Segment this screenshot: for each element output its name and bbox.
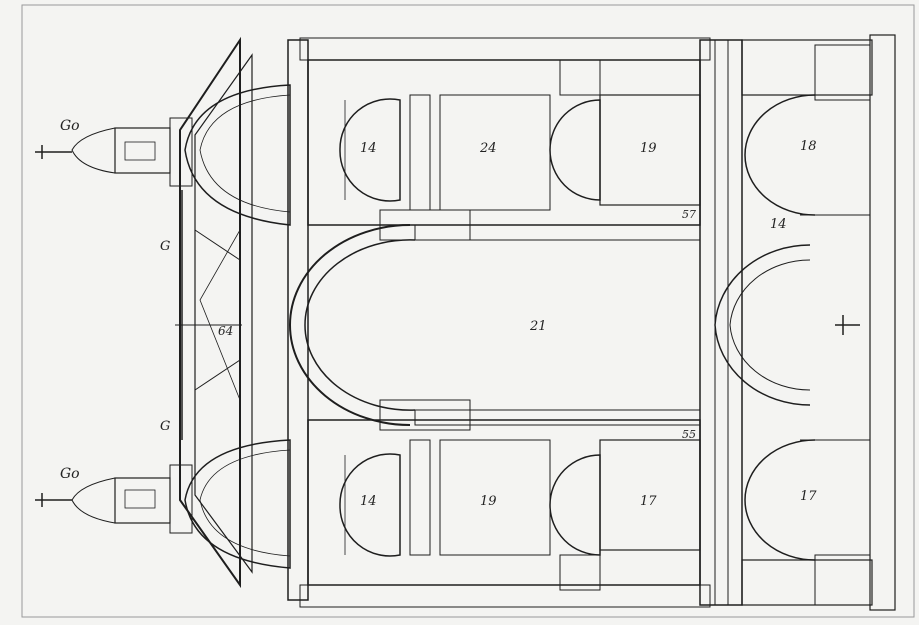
label-tower-top: Go (60, 118, 80, 134)
right-arcade (714, 34, 896, 611)
bottom-balustrade (299, 584, 711, 608)
label-bay-upper-right: 19 (640, 141, 657, 156)
label-bay-upper-left: 14 (360, 141, 377, 156)
label-left-upper: G (160, 239, 170, 254)
cornice-band (287, 39, 309, 601)
label-left-lower: G (160, 419, 170, 434)
label-right-lower: 17 (800, 489, 817, 504)
label-span-upper: 57 (682, 208, 696, 221)
label-tower-bottom: Go (60, 466, 80, 482)
label-right-mid: 14 (770, 217, 787, 232)
sheet-border (21, 4, 915, 618)
label-span-lower: 55 (682, 428, 696, 441)
dome-bottom (184, 439, 291, 569)
label-bay-lower-mid: 19 (480, 494, 497, 509)
central-arch (288, 209, 701, 431)
lantern-top (35, 117, 193, 187)
dome-top (184, 84, 291, 226)
top-balustrade (299, 37, 711, 61)
label-right-upper: 18 (800, 139, 817, 154)
label-bay-lower-left: 14 (360, 494, 377, 509)
label-center-arch: 21 (529, 319, 547, 334)
label-bay-lower-right: 17 (640, 494, 657, 509)
label-bay-upper-mid: 24 (479, 141, 497, 156)
pediment (175, 36, 253, 589)
lantern-bottom (35, 464, 193, 534)
main-entablature (699, 39, 743, 606)
label-attic: 64 (218, 324, 233, 338)
